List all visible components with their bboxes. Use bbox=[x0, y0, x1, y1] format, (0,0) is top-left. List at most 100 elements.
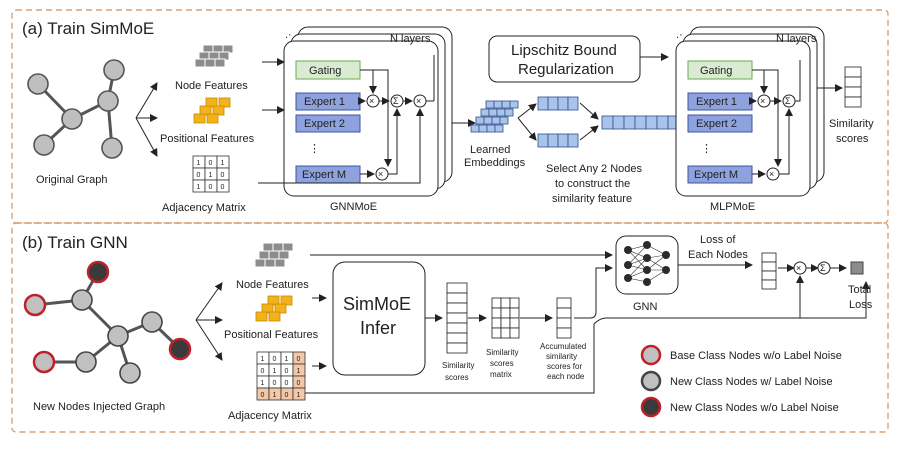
svg-text:Expert 2: Expert 2 bbox=[304, 118, 345, 130]
matrix-cell-value: 1 bbox=[297, 392, 301, 399]
node-features-label-b: Node Features bbox=[236, 279, 309, 291]
svg-text:Expert M: Expert M bbox=[302, 169, 346, 181]
mlpmoe-dots: .· bbox=[676, 29, 683, 41]
matrix-cell-value: 0 bbox=[209, 160, 213, 167]
legend-label: Base Class Nodes w/o Label Noise bbox=[670, 350, 842, 362]
matrix-cell-value: 0 bbox=[297, 356, 301, 363]
learned-embeddings-icon bbox=[470, 100, 519, 133]
matrix-cell-value: 1 bbox=[197, 160, 201, 167]
matrix-cell-value: 1 bbox=[209, 172, 213, 179]
similarity-matrix-label-3: matrix bbox=[490, 370, 512, 379]
matrix-cell-value: 0 bbox=[285, 368, 289, 375]
svg-text:Lipschitz Bound: Lipschitz Bound bbox=[511, 42, 617, 59]
positional-features-icon-b bbox=[255, 295, 293, 322]
select-nodes-text-1: Select Any 2 Nodes bbox=[546, 163, 643, 175]
svg-text:Expert 2: Expert 2 bbox=[696, 118, 737, 130]
similarity-scores-label-a-2: scores bbox=[836, 133, 869, 145]
svg-text:×: × bbox=[769, 169, 774, 179]
select-nodes-text-3: similarity feature bbox=[552, 193, 632, 205]
lipschitz-box: Lipschitz Bound Regularization bbox=[488, 35, 641, 83]
original-graph-label: Original Graph bbox=[36, 174, 108, 186]
loss-operator-symbols: ×Σ bbox=[796, 263, 826, 273]
svg-text:Σ: Σ bbox=[820, 263, 826, 273]
mlpmoe-expert-2: Expert 2 bbox=[687, 114, 753, 133]
matrix-cell bbox=[216, 179, 230, 193]
injected-graph-nodes bbox=[23, 260, 192, 384]
gnnmoe-lines bbox=[358, 55, 435, 178]
graph-node bbox=[86, 260, 110, 284]
accumulated-label-1: Accumulated bbox=[540, 342, 586, 351]
gnnmoe-expert-dots: ⋮ bbox=[309, 143, 320, 155]
positional-features-label-b: Positional Features bbox=[224, 329, 319, 341]
accumulated-label-3: scores for bbox=[547, 362, 582, 371]
panel-a-title: (a) Train SimMoE bbox=[22, 19, 154, 38]
learned-embeddings-label-1: Learned bbox=[470, 144, 510, 156]
matrix-cell bbox=[292, 387, 306, 401]
select-nodes-text-2: to construct the bbox=[555, 178, 630, 190]
svg-text:Σ: Σ bbox=[785, 96, 791, 106]
svg-text:Regularization: Regularization bbox=[518, 61, 614, 78]
graph-node bbox=[168, 337, 192, 361]
select-arrows bbox=[517, 103, 537, 141]
branch-arrows-a bbox=[135, 82, 158, 157]
mlpmoe-gating: Gating bbox=[687, 60, 753, 80]
loss-column bbox=[761, 252, 777, 290]
gnnmoe-dots: .· bbox=[285, 29, 292, 41]
matrix-cell-value: 1 bbox=[261, 356, 265, 363]
adjacency-matrix-label-a: Adjacency Matrix bbox=[162, 202, 246, 214]
loss-label-1: Loss of bbox=[700, 234, 736, 246]
graph-node bbox=[23, 293, 47, 317]
positional-features-label-a: Positional Features bbox=[160, 133, 255, 145]
matrix-cell-value: 0 bbox=[209, 184, 213, 191]
graph-node bbox=[32, 350, 56, 374]
adjacency-matrix-label-b: Adjacency Matrix bbox=[228, 410, 312, 422]
matrix-cell-value: 0 bbox=[197, 172, 201, 179]
gnn-label: GNN bbox=[633, 301, 658, 313]
total-loss-square bbox=[850, 261, 864, 275]
graph-node bbox=[71, 289, 93, 311]
loss-label-2: Each Nodes bbox=[688, 249, 748, 261]
svg-text:Gating: Gating bbox=[700, 65, 732, 77]
gnnmoe-inputs bbox=[258, 58, 424, 184]
total-loss-label-1: Total bbox=[848, 284, 871, 296]
legend-label: New Class Nodes w/o Label Noise bbox=[670, 402, 839, 414]
accumulated-label-2: similarity bbox=[546, 352, 577, 361]
graph-node bbox=[107, 325, 129, 347]
graph-node bbox=[103, 59, 125, 81]
gnnmoe-label: GNNMoE bbox=[330, 201, 377, 213]
matrix-cell-value: 0 bbox=[285, 380, 289, 387]
matrix-cell-value: 1 bbox=[197, 184, 201, 191]
matrix-cell-value: 0 bbox=[285, 392, 289, 399]
svg-text:Infer: Infer bbox=[360, 318, 396, 338]
graph-node bbox=[101, 137, 123, 159]
gnnmoe-expert-2: Expert 2 bbox=[295, 114, 361, 133]
matrix-cell-value: 1 bbox=[297, 368, 301, 375]
matrix-cell-value: 1 bbox=[273, 368, 277, 375]
svg-text:Gating: Gating bbox=[309, 65, 341, 77]
mlpmoe-lines bbox=[749, 60, 843, 178]
svg-text:Expert 1: Expert 1 bbox=[304, 96, 345, 108]
graph-node bbox=[141, 311, 163, 333]
graph-node bbox=[27, 73, 49, 95]
mlpmoe-label: MLPMoE bbox=[710, 201, 755, 213]
gnnmoe-n-layers: N layers bbox=[390, 33, 431, 45]
svg-text:×: × bbox=[378, 169, 383, 179]
mlpmoe-expert-1: Expert 1 bbox=[687, 92, 753, 111]
mlpmoe-operator-symbols: ×Σ× bbox=[760, 96, 791, 179]
matrix-cell-value: 0 bbox=[261, 392, 265, 399]
similarity-scores-label-a-1: Similarity bbox=[829, 118, 874, 130]
legend-marker bbox=[640, 344, 662, 366]
accumulated-label-4: each node bbox=[547, 372, 585, 381]
legend-marker bbox=[640, 370, 662, 392]
matrix-cell-value: 0 bbox=[261, 368, 265, 375]
similarity-scores-column-b bbox=[446, 282, 468, 354]
positional-features-icon-a bbox=[193, 97, 231, 124]
simmoe-infer-box: SimMoE Infer bbox=[332, 261, 426, 376]
panel-a-border bbox=[11, 9, 889, 224]
svg-text:SimMoE: SimMoE bbox=[343, 294, 411, 314]
gnnmoe-operator-symbols: ×Σ×× bbox=[369, 96, 421, 179]
similarity-scores-label-b-2: scores bbox=[445, 373, 469, 382]
